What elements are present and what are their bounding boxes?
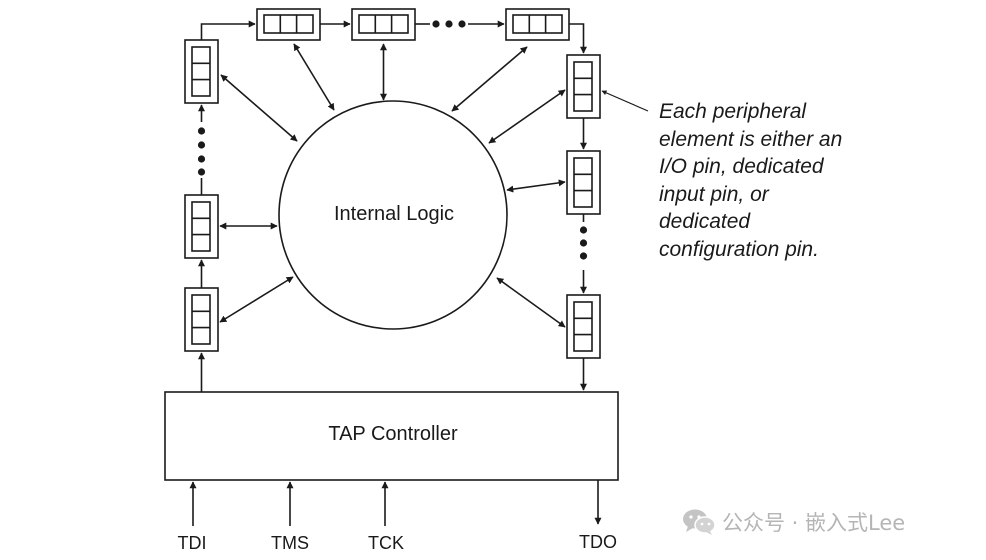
ellipsis-dots xyxy=(197,20,588,260)
annotation-line: Each peripheral xyxy=(659,100,807,123)
tck-label: TCK xyxy=(368,533,404,553)
annotation-line: dedicated xyxy=(659,210,751,233)
boundary-cell-top-1 xyxy=(256,8,321,41)
tap-controller-label: TAP Controller xyxy=(328,423,458,445)
tms-label: TMS xyxy=(271,533,309,553)
wechat-icon xyxy=(683,509,716,535)
annotation-line: I/O pin, dedicated xyxy=(659,155,824,178)
boundary-cell-right-bottom xyxy=(566,294,601,359)
annotation-line: input pin, or xyxy=(659,182,769,206)
internal-logic-circle xyxy=(278,100,508,330)
boundary-cell-left-middle xyxy=(184,194,219,259)
peripheral-element-annotation: Each peripheral element is either an I/O… xyxy=(659,98,859,263)
boundary-cell-right-middle xyxy=(566,150,601,215)
boundary-cell-right-top xyxy=(566,54,601,119)
boundary-cell-top-2 xyxy=(351,8,416,41)
tdi-label: TDI xyxy=(178,533,207,553)
internal-logic-label: Internal Logic xyxy=(334,203,454,225)
annotation-line: element is either an xyxy=(659,127,843,151)
watermark-text: 公众号 · 嵌入式Lee xyxy=(722,511,906,535)
annotation-line: configuration pin. xyxy=(659,237,819,261)
tap-pin-arrows xyxy=(189,480,602,526)
watermark: 公众号 · 嵌入式Lee xyxy=(682,506,905,538)
boundary-cell-left-top xyxy=(184,39,219,104)
logic-connections xyxy=(219,43,566,328)
boundary-cell-left-bottom xyxy=(184,287,219,352)
annotation-pointer xyxy=(601,90,649,112)
scan-chain xyxy=(198,20,587,392)
tdo-label: TDO xyxy=(579,532,617,552)
boundary-cell-top-3 xyxy=(505,8,570,41)
tap-controller-box xyxy=(164,391,619,481)
